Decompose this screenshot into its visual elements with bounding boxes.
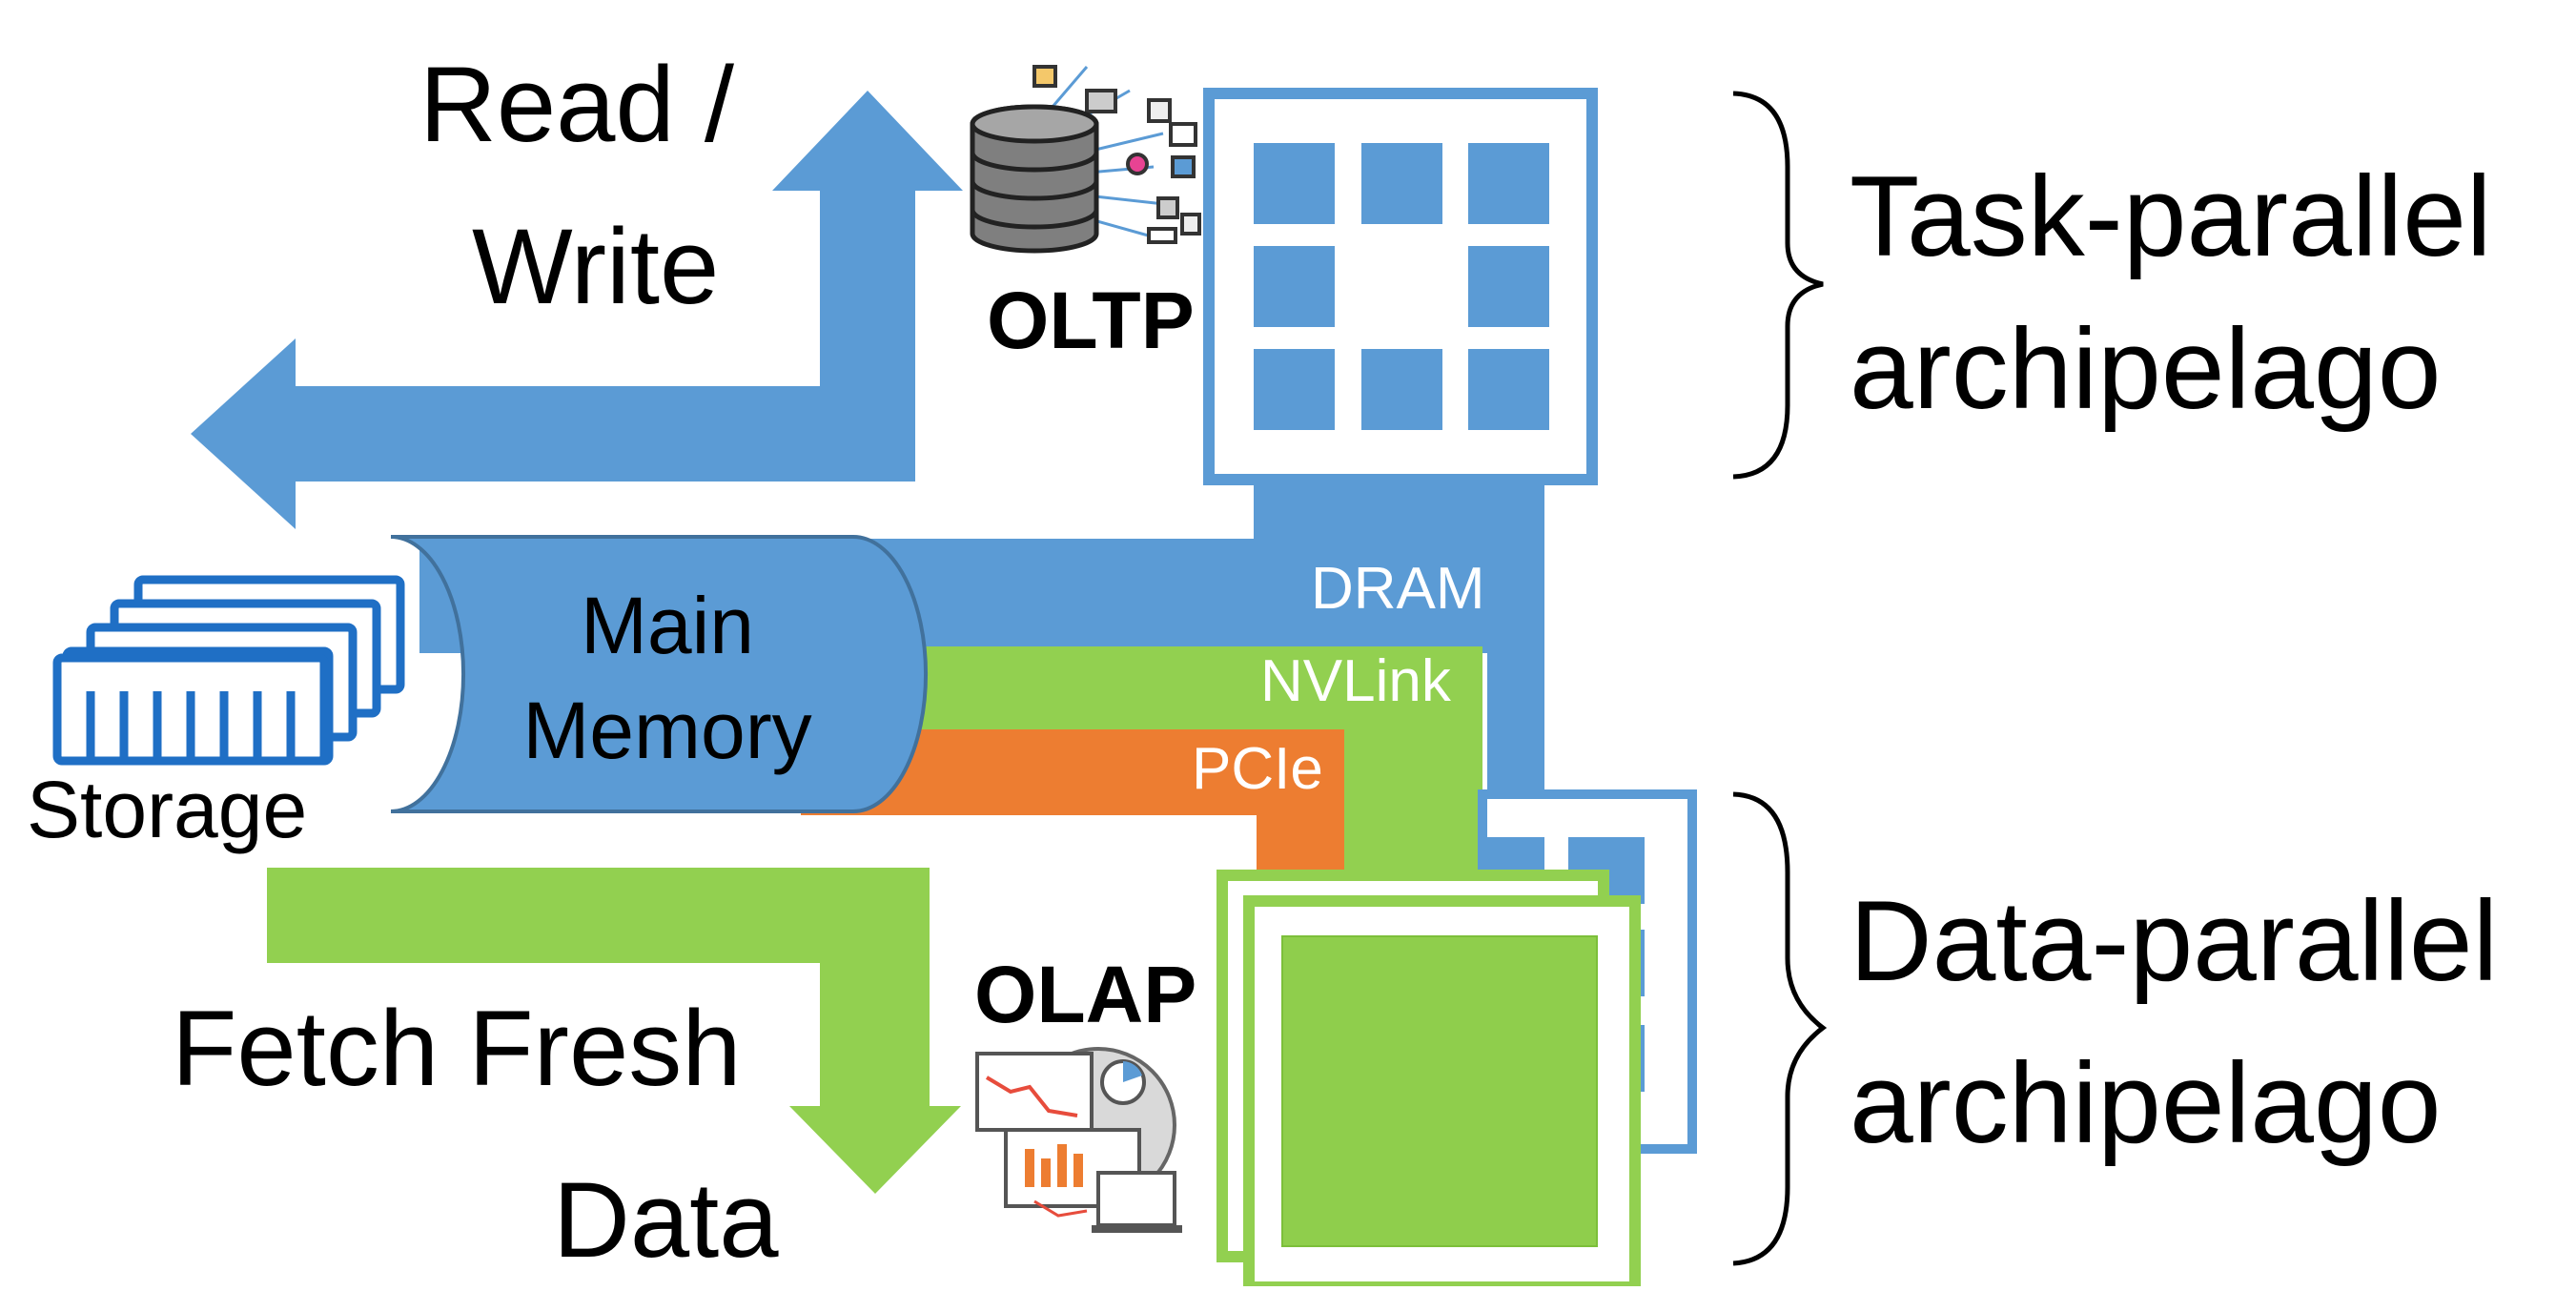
fetch-fresh-data-label-line2: Data [553, 1160, 779, 1280]
read-write-label-line1: Read / [419, 45, 735, 164]
nvlink-label: NVLink [1260, 648, 1452, 714]
data-parallel-brace [1732, 791, 1828, 1266]
read-write-arrow-shape [191, 91, 963, 529]
task-parallel-label-line2: archipelago [1850, 305, 2441, 433]
data-parallel-label-line2: archipelago [1850, 1039, 2441, 1167]
main-memory-cylinder: Main Memory [390, 535, 929, 813]
olap-label: OLAP [974, 950, 1196, 1039]
pcie-link-band [801, 729, 1344, 953]
analytics-dashboard-icon [975, 1047, 1182, 1233]
storage-disk-stack-icon [52, 575, 405, 766]
gpu-chip-stack-icon [1216, 789, 1697, 1291]
fetch-fresh-data-arrow [267, 868, 961, 1194]
cpu-cores-grid-icon [1203, 88, 1598, 485]
fetch-fresh-data-label-line1: Fetch Fresh [172, 989, 742, 1108]
dram-label: DRAM [1311, 556, 1485, 622]
task-parallel-label-line1: Task-parallel [1850, 153, 2492, 280]
oltp-label: OLTP [987, 276, 1195, 365]
nvlink-link-band [915, 646, 1482, 953]
main-memory-label-line2: Memory [522, 686, 811, 775]
main-memory-body [390, 535, 929, 813]
read-write-label-line2: Write [472, 207, 719, 326]
task-parallel-brace [1732, 91, 1824, 480]
pcie-label: PCIe [1192, 736, 1323, 802]
main-memory-label-line1: Main [581, 581, 754, 670]
data-parallel-label-line1: Data-parallel [1850, 877, 2498, 1005]
read-write-arrow [191, 91, 963, 529]
storage-label: Storage [27, 765, 307, 854]
gpu-core-array [1281, 935, 1598, 1247]
database-cylinder-icon [970, 65, 1201, 254]
